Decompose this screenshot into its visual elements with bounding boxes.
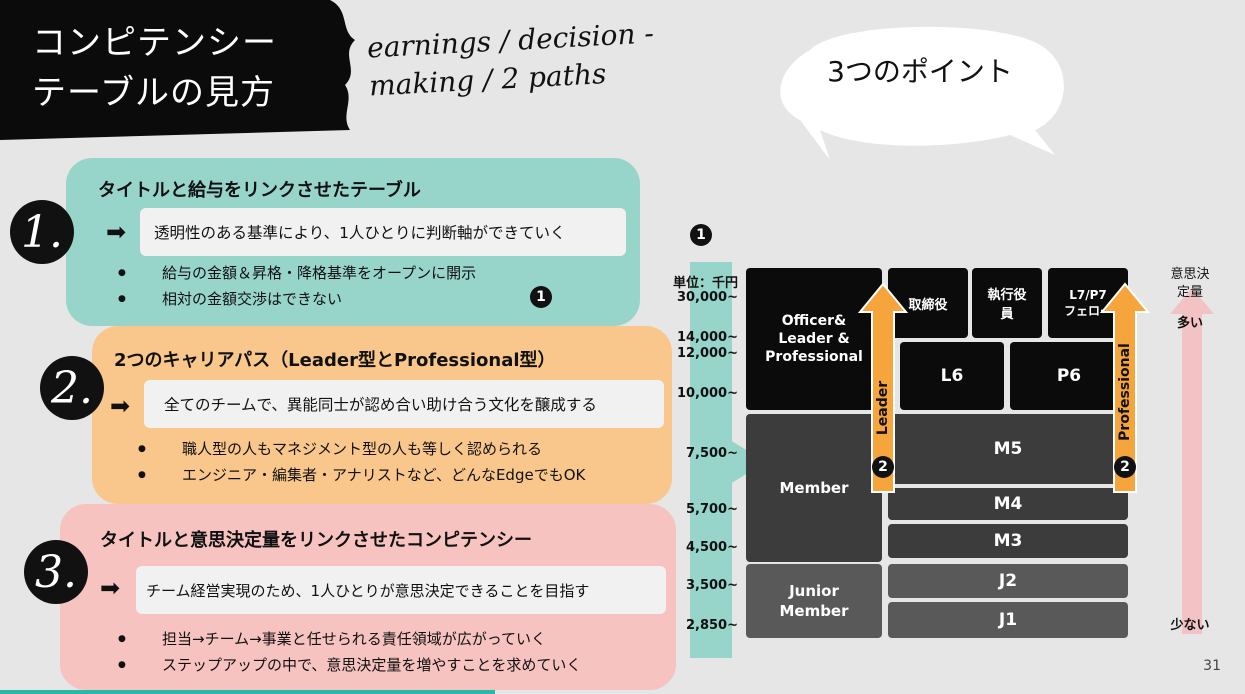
arrow-right-icon: ➡ — [100, 574, 121, 602]
grade-m3: M3 — [888, 524, 1128, 558]
salary-label: 5,700~ — [685, 502, 738, 517]
list-item: 担当→チーム→事業と任せられる責任領域が広がっていく — [118, 626, 581, 652]
grade-shikkoyakuin: 執行役員 — [972, 268, 1042, 338]
section-3-number: 3. — [24, 540, 88, 604]
list-item: 相対の金額交渉はできない — [118, 286, 476, 312]
section-3-highlight: チーム経営実現のため、1人ひとりが意思決定できることを目指す — [136, 566, 666, 614]
section-1-number: 1. — [10, 200, 74, 264]
arrow-right-icon: ➡ — [106, 218, 127, 246]
salary-label: 10,000~ — [676, 386, 738, 401]
grade-m4: M4 — [888, 488, 1128, 520]
grade-member: Member — [746, 414, 882, 562]
point-badge-2-leader: 2 — [872, 456, 894, 478]
page-title: コンピテンシー テーブルの見方 — [32, 23, 277, 113]
salary-label: 14,000~ — [676, 330, 738, 345]
professional-arrow-icon — [1100, 282, 1150, 493]
page-number: 31 — [1203, 658, 1221, 674]
bubble-text: 3つのポイント — [827, 55, 1013, 88]
salary-label: 7,500~ — [685, 446, 738, 461]
decision-high-label: 多い — [1176, 316, 1203, 331]
point-badge-1-table: 1 — [690, 224, 712, 246]
progress-line — [0, 690, 495, 694]
point-badge-2-professional: 2 — [1114, 456, 1136, 478]
speech-bubble-shape — [780, 26, 1064, 160]
section-2-highlight: 全てのチームで、異能同士が認め合い助け合う文化を醸成する — [144, 380, 664, 428]
section-3-title: タイトルと意思決定量をリンクさせたコンピテンシー — [100, 530, 532, 551]
point-badge-1: 1 — [530, 286, 552, 308]
list-item: エンジニア・編集者・アナリストなど、どんなEdgeでもOK — [138, 462, 585, 488]
title-brush-shape — [0, 0, 355, 140]
salary-label: 3,500~ — [685, 578, 738, 593]
section-1-bullets: 給与の金額＆昇格・降格基準をオープンに開示 相対の金額交渉はできない — [118, 260, 476, 312]
section-2-number: 2. — [40, 356, 104, 420]
grade-m5: M5 — [888, 414, 1128, 484]
leader-label: Leader — [875, 380, 891, 436]
section-3-bullets: 担当→チーム→事業と任せられる責任領域が広がっていく ステップアップの中で、意思… — [118, 626, 581, 678]
grade-j1: J1 — [888, 602, 1128, 638]
list-item: ステップアップの中で、意思決定量を増やすことを求めていく — [118, 652, 581, 678]
decision-low-label: 少ない — [1170, 618, 1210, 633]
salary-axis-band — [690, 262, 732, 658]
section-2-bullets: 職人型の人もマネジメント型の人も等しく認められる エンジニア・編集者・アナリスト… — [138, 436, 585, 488]
grade-torishimariyaku: 取締役 — [888, 268, 968, 338]
salary-label: 2,850~ — [685, 618, 738, 633]
section-1-title: タイトルと給与をリンクさせたテーブル — [98, 180, 421, 201]
grade-l6: L6 — [900, 342, 1004, 410]
leader-arrow-icon — [858, 282, 908, 493]
section-2-title: 2つのキャリアパス（Leader型とProfessional型） — [114, 350, 556, 371]
grade-j2: J2 — [888, 564, 1128, 598]
professional-label: Professional — [1117, 343, 1133, 441]
grade-officer: Officer& Leader & Professional — [746, 268, 882, 410]
salary-label: 30,000~ — [676, 290, 738, 305]
salary-label: 12,000~ — [676, 346, 738, 361]
decision-amount-label: 意思決定量 — [1170, 267, 1210, 300]
salary-label: 4,500~ — [685, 540, 738, 555]
section-1-highlight: 透明性のある基準により、1人ひとりに判断軸ができていく — [140, 208, 626, 256]
decision-amount-arrow-icon — [1170, 288, 1214, 634]
grade-junior-member: Junior Member — [746, 564, 882, 638]
arrow-right-icon: ➡ — [110, 392, 131, 420]
handwritten-note: earnings / decision - making / 2 paths — [366, 16, 655, 103]
grade-p6: P6 — [1010, 342, 1128, 410]
list-item: 職人型の人もマネジメント型の人も等しく認められる — [138, 436, 585, 462]
salary-unit: 単位：千円 — [672, 276, 738, 291]
list-item: 給与の金額＆昇格・降格基準をオープンに開示 — [118, 260, 476, 286]
